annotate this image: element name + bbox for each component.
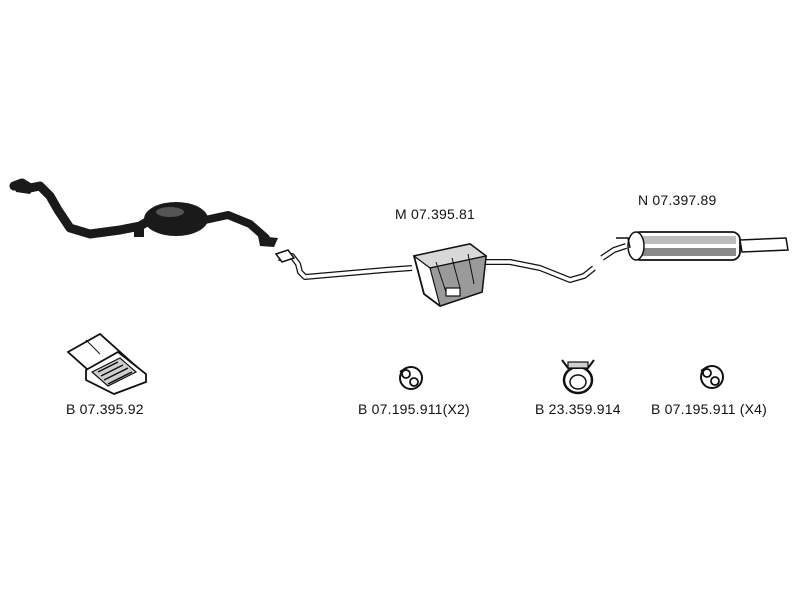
clamp-label: B 23.359.914 [535, 401, 621, 417]
mounting-kit-label: B 07.395.92 [66, 401, 144, 417]
rear-silencer-label: N 07.397.89 [638, 192, 717, 208]
middle-silencer-label: M 07.395.81 [395, 206, 476, 222]
front-pipe-catalyst-icon [9, 178, 278, 247]
rubber-mount-x2-label: B 07.195.911(X2) [358, 401, 470, 417]
mounting-kit-icon [66, 332, 147, 395]
rubber-mount-x4-label: B 07.195.911 (X4) [651, 401, 767, 417]
middle-silencer-icon [274, 243, 596, 308]
rubber-mount-icon [700, 365, 724, 389]
rear-silencer-icon [600, 231, 789, 261]
rubber-mount-icon [399, 366, 423, 390]
pipe-clamp-icon [561, 359, 595, 395]
